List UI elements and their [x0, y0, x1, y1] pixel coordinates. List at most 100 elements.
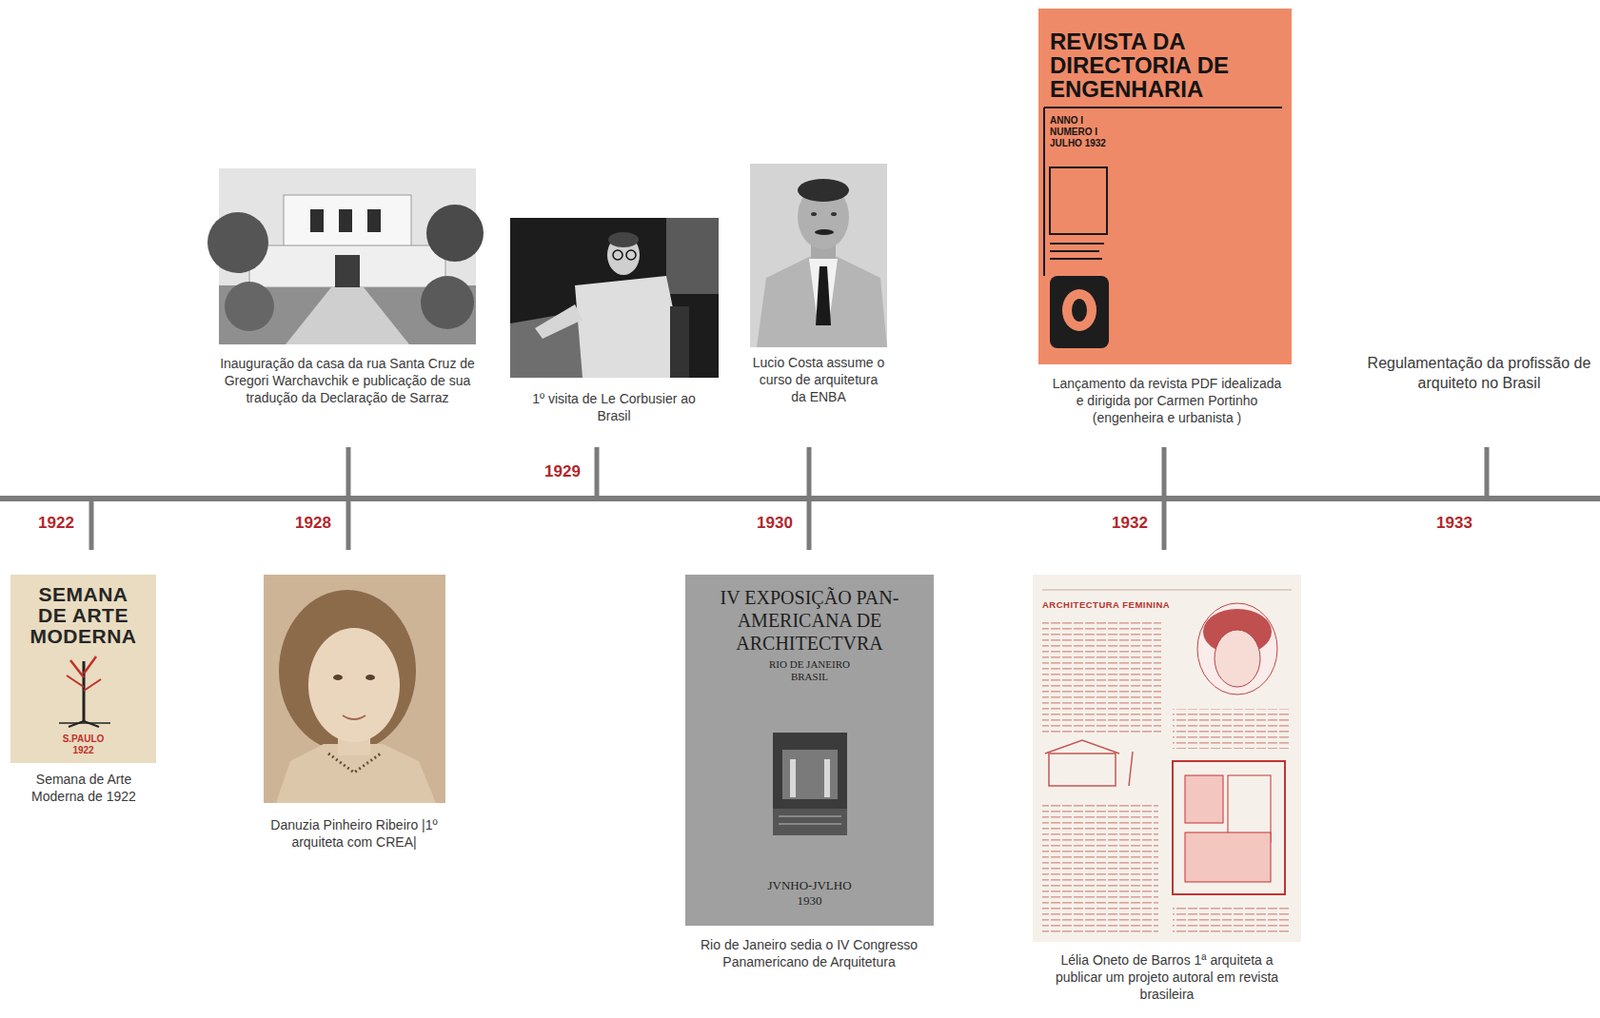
- house-photo: [207, 168, 484, 345]
- year-slot: 1922: [27, 513, 85, 534]
- poster-text: ARCHITECTURA FEMININA: [1042, 599, 1170, 611]
- tree-root: [83, 721, 99, 728]
- poster-ground: [685, 574, 934, 927]
- event-caption: 1º visita de Le Corbusier ao Brasil: [518, 390, 710, 425]
- caption-slot: Lucio Costa assume o curso de arquitetur…: [751, 354, 886, 407]
- poster-ground: [10, 574, 157, 764]
- floor-plan-room: [1185, 775, 1224, 824]
- exposicao-poster: [685, 574, 934, 927]
- caption-slot: Lélia Oneto de Barros 1ª arquiteta a pub…: [1038, 951, 1296, 1005]
- eye: [810, 212, 817, 217]
- year-slot: 1928: [284, 513, 342, 534]
- tie: [815, 266, 831, 326]
- semana-poster: [10, 574, 157, 764]
- hair: [278, 590, 416, 752]
- cover-small-print: [1049, 250, 1100, 253]
- necklace: [328, 753, 381, 773]
- portrait: [1197, 603, 1278, 695]
- poster-text: SEMANA DE ARTE MODERNA: [27, 584, 140, 648]
- article-page: [1032, 574, 1302, 943]
- year-slot: 1932: [1101, 513, 1159, 534]
- year-tick: [1162, 447, 1167, 551]
- floor-plan-room: [1185, 832, 1271, 883]
- caption-slot: Inauguração da casa da rua Santa Cruz de…: [208, 355, 487, 408]
- tree: [207, 212, 269, 274]
- ground-line: [59, 722, 111, 725]
- year-tick: [346, 447, 352, 551]
- poster-text: IV EXPOSIÇÃO PAN-AMERICANA DE ARCHITECTV…: [714, 586, 906, 655]
- photo-ground: [263, 574, 446, 804]
- photo-ground: [510, 217, 719, 378]
- tree-root: [68, 721, 84, 728]
- floor-plan: [1172, 761, 1285, 895]
- tree-branch: [70, 660, 84, 678]
- house-wing: [249, 245, 446, 288]
- window: [310, 209, 324, 233]
- year-slot: 1930: [746, 513, 804, 534]
- poster-text: ANNO I NUMERO I JULHO 1932: [1049, 115, 1111, 150]
- glasses: [626, 250, 636, 260]
- poster-text: JVNHO-JVLHO 1930: [757, 878, 863, 910]
- year-tick: [594, 447, 600, 499]
- year-label: 1922: [27, 513, 85, 534]
- tree-branch: [66, 675, 84, 688]
- building-facade: [782, 750, 838, 800]
- tree: [224, 281, 275, 332]
- portrait-face: [1214, 630, 1261, 688]
- le-corbusier-photo: [510, 217, 719, 378]
- article-text-block: [1172, 904, 1289, 935]
- year-label: 1933: [1425, 513, 1483, 534]
- article-text-block: [1042, 618, 1162, 735]
- year-slot: 1933: [1425, 513, 1483, 534]
- year-label: 1929: [533, 462, 592, 482]
- year-label: 1928: [284, 513, 342, 534]
- year-tick: [89, 498, 95, 551]
- building-base: [772, 809, 848, 836]
- lamp-emblem-flame: [1071, 298, 1087, 322]
- revista-cover: [1038, 8, 1292, 365]
- lucio-costa-photo: [750, 163, 888, 348]
- poster-panel: ARCHITECTURA FEMININA: [1032, 574, 1302, 943]
- article-text-block: [1172, 709, 1289, 750]
- event-caption: Danuzia Pinheiro Ribeiro |1º arquiteta c…: [258, 816, 450, 851]
- year-slot: 1929: [533, 462, 592, 482]
- cover-rule: [1044, 106, 1283, 109]
- article-text-block: [1042, 801, 1159, 935]
- base-line: [778, 816, 842, 818]
- poster-text: S.PAULO 1922: [60, 733, 107, 756]
- photo-ground: [750, 163, 888, 348]
- tree: [426, 204, 484, 262]
- event-caption: Semana de Arte Moderna de 1922: [12, 770, 156, 806]
- page-ground: [1032, 574, 1302, 943]
- arm: [534, 304, 583, 339]
- caption-slot: Regulamentação da profissão de arquiteto…: [1366, 354, 1592, 395]
- window: [367, 209, 381, 233]
- base-line: [778, 824, 842, 826]
- hair: [608, 232, 639, 248]
- caption-slot: Rio de Janeiro sedia o IV Congresso Pana…: [680, 936, 938, 971]
- event-caption: Inauguração da casa da rua Santa Cruz de…: [208, 355, 487, 408]
- door: [335, 255, 360, 288]
- face: [308, 628, 400, 743]
- event-caption: Lucio Costa assume o curso de arquitetur…: [751, 354, 886, 407]
- poster-text: REVISTA DA DIRECTORIA DE ENGENHARIA: [1049, 29, 1281, 102]
- eye: [365, 674, 376, 681]
- moustache: [814, 229, 834, 236]
- tree-branch: [83, 679, 101, 692]
- jacket: [756, 256, 888, 348]
- eye: [333, 674, 343, 681]
- poster-panel: IV EXPOSIÇÃO PAN-AMERICANA DE ARCHITECTV…: [685, 574, 934, 927]
- hair: [797, 178, 850, 202]
- tree: [420, 276, 475, 330]
- palm-sketch: [1128, 751, 1133, 787]
- caption-slot: Semana de Arte Moderna de 1922: [12, 770, 156, 806]
- cover-small-print: [1049, 257, 1103, 260]
- poster-panel: REVISTA DA DIRECTORIA DE ENGENHARIA ANNO …: [1038, 8, 1292, 365]
- window: [338, 209, 353, 233]
- poster-text: RIO DE JANEIRO BRASIL: [762, 658, 858, 684]
- event-caption: Lélia Oneto de Barros 1ª arquiteta a pub…: [1038, 951, 1296, 1005]
- danuzia-photo: [263, 574, 446, 804]
